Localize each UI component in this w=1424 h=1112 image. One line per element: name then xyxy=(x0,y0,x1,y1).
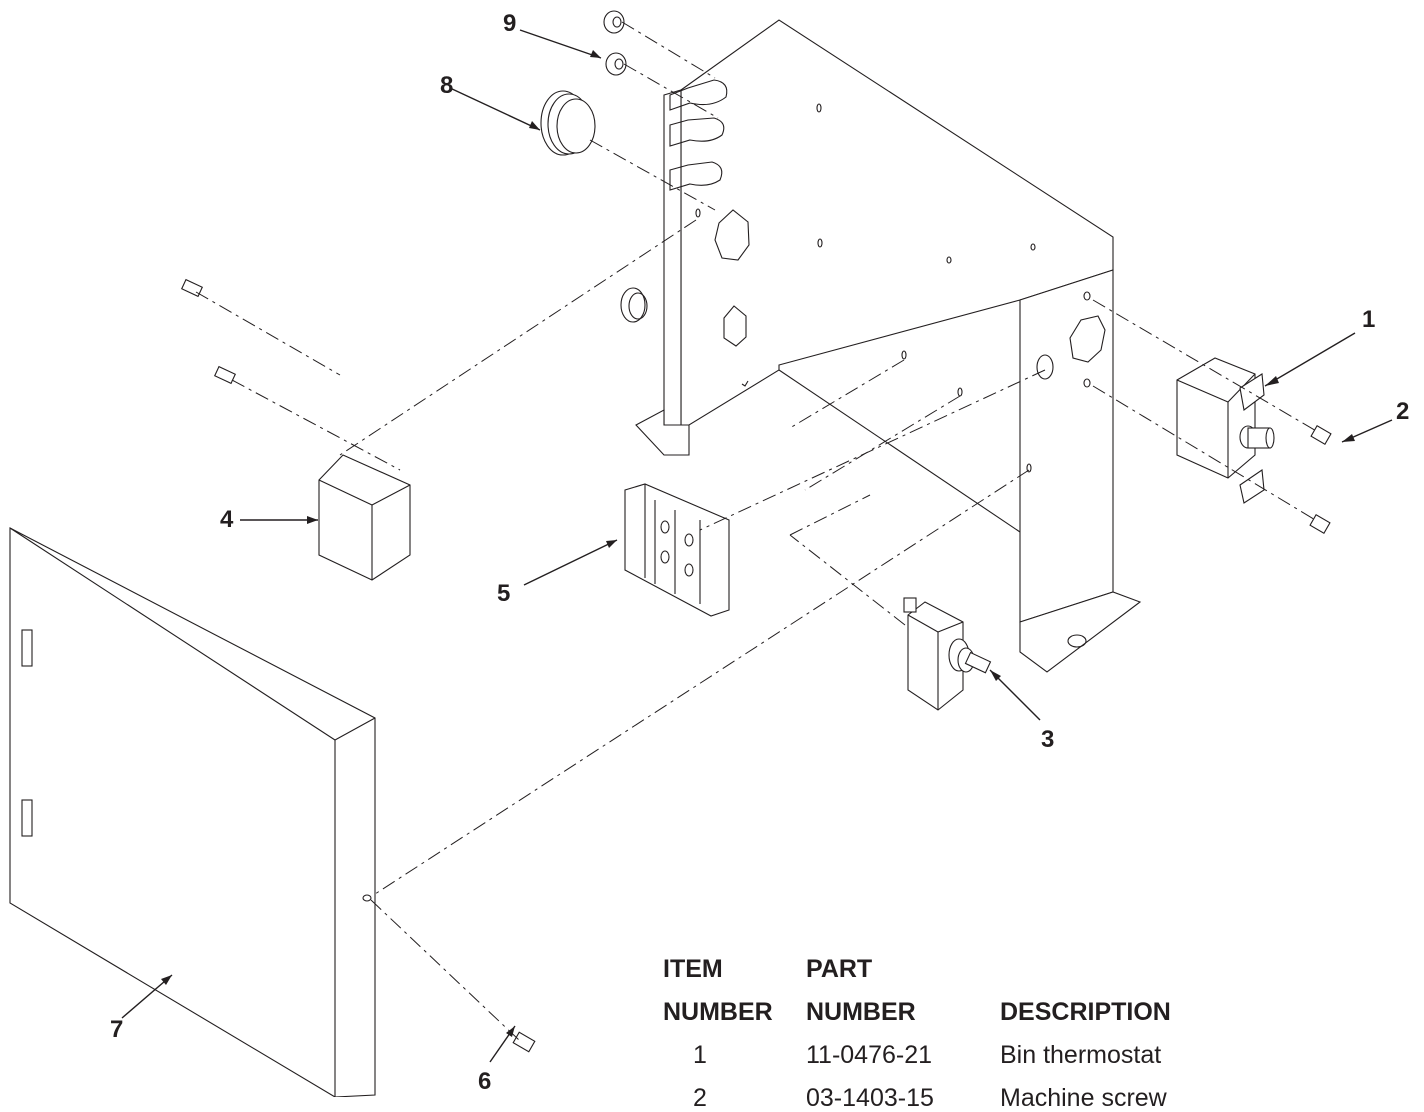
row-1-description: Bin thermostat xyxy=(1000,1041,1162,1069)
item-5-terminal-board xyxy=(624,483,730,617)
item-3-toggle-switch xyxy=(903,597,992,711)
callout-7: 7 xyxy=(110,1016,124,1043)
header-item-line2: NUMBER xyxy=(663,998,773,1026)
callout-5: 5 xyxy=(497,580,511,607)
header-part-line1: PART xyxy=(806,955,873,983)
row-1-item: 1 xyxy=(693,1041,707,1069)
row-2-part: 03-1403-15 xyxy=(806,1084,934,1112)
header-part-line2: NUMBER xyxy=(806,998,916,1026)
callout-2: 2 xyxy=(1396,398,1410,425)
row-2-item: 2 xyxy=(693,1084,707,1112)
assembly-centerlines xyxy=(195,21,1319,1041)
item-8-bushing xyxy=(540,90,596,156)
callout-8: 8 xyxy=(440,72,454,99)
item-9-plugs xyxy=(603,10,627,76)
item-1-bin-thermostat xyxy=(1176,357,1275,504)
callout-1: 1 xyxy=(1362,306,1376,333)
header-item-line1: ITEM xyxy=(663,955,723,983)
callout-4: 4 xyxy=(220,506,234,533)
header-description: DESCRIPTION xyxy=(1000,998,1171,1026)
control-box-bracket xyxy=(620,19,1142,673)
callout-leaders xyxy=(121,29,1393,1063)
row-2-description: Machine screw xyxy=(1000,1084,1167,1112)
callout-6: 6 xyxy=(478,1068,492,1095)
callout-9: 9 xyxy=(503,10,517,37)
callout-3: 3 xyxy=(1041,726,1055,753)
item-2-machine-screws xyxy=(1309,425,1332,534)
item-4-box xyxy=(180,278,411,581)
row-1-part: 11-0476-21 xyxy=(806,1041,933,1069)
item-6-screw xyxy=(512,1031,536,1053)
item-7-cover xyxy=(9,527,376,1097)
